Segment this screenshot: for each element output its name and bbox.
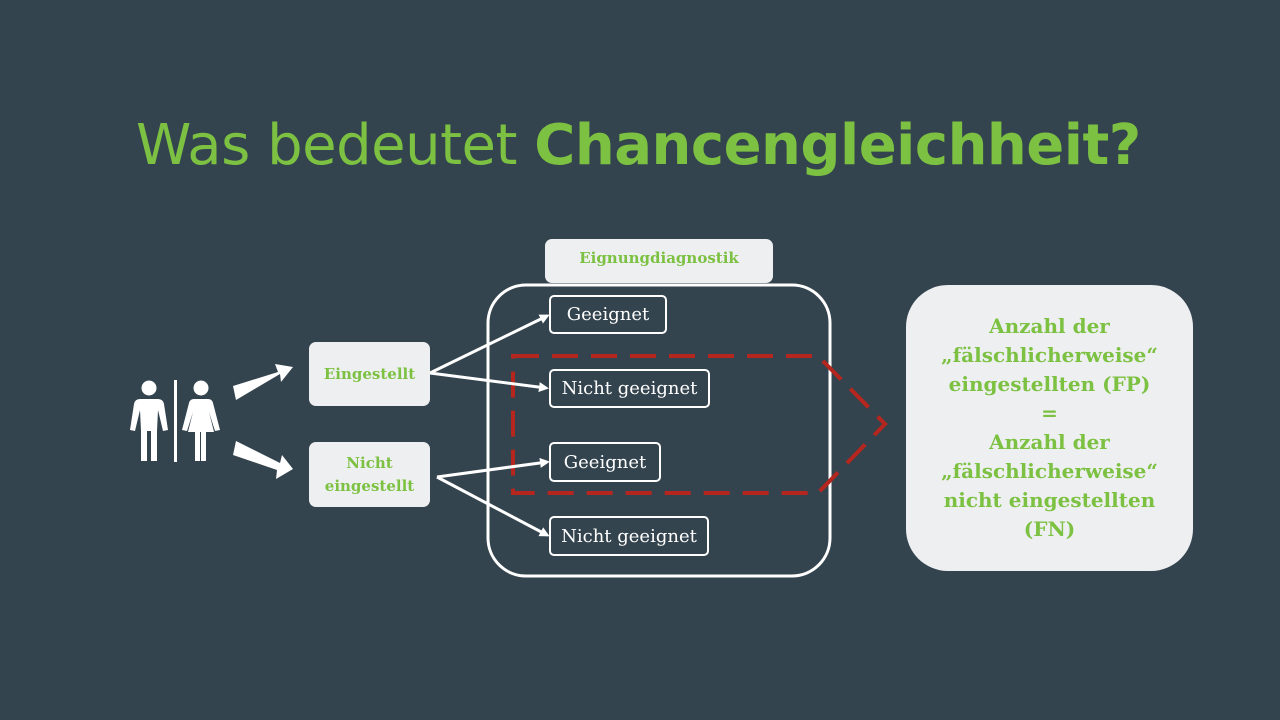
arrow-right-icon (233, 441, 293, 479)
result-statement: Anzahl der „fälschlicherweise“ eingestel… (906, 285, 1193, 571)
outcome-not-suitable: Nicht geeignet (549, 516, 709, 556)
title-prefix: Was bedeutet (136, 113, 535, 178)
highlight-region (511, 354, 888, 495)
connector-arrow (429, 371, 549, 393)
connector-arrow (436, 457, 550, 479)
connector-arrow (429, 314, 550, 375)
divider-line (174, 380, 177, 462)
outcome-suitable: Geeignet (549, 442, 661, 482)
assessment-container (486, 283, 832, 578)
woman-icon (182, 380, 220, 461)
assessment-header: Eignungdiagnostik (545, 239, 773, 283)
slide-title: Was bedeutet Chancengleichheit? (136, 108, 1141, 184)
outcome-suitable: Geeignet (549, 295, 667, 334)
outcome-not-suitable: Nicht geeignet (549, 369, 710, 408)
title-emphasis: Chancengleichheit? (534, 113, 1141, 178)
arrow-right-icon (233, 364, 293, 400)
node-not-hired: Nicht eingestellt (309, 442, 430, 507)
node-hired: Eingestellt (309, 342, 430, 406)
man-icon (130, 380, 168, 461)
connector-arrow (436, 475, 550, 537)
